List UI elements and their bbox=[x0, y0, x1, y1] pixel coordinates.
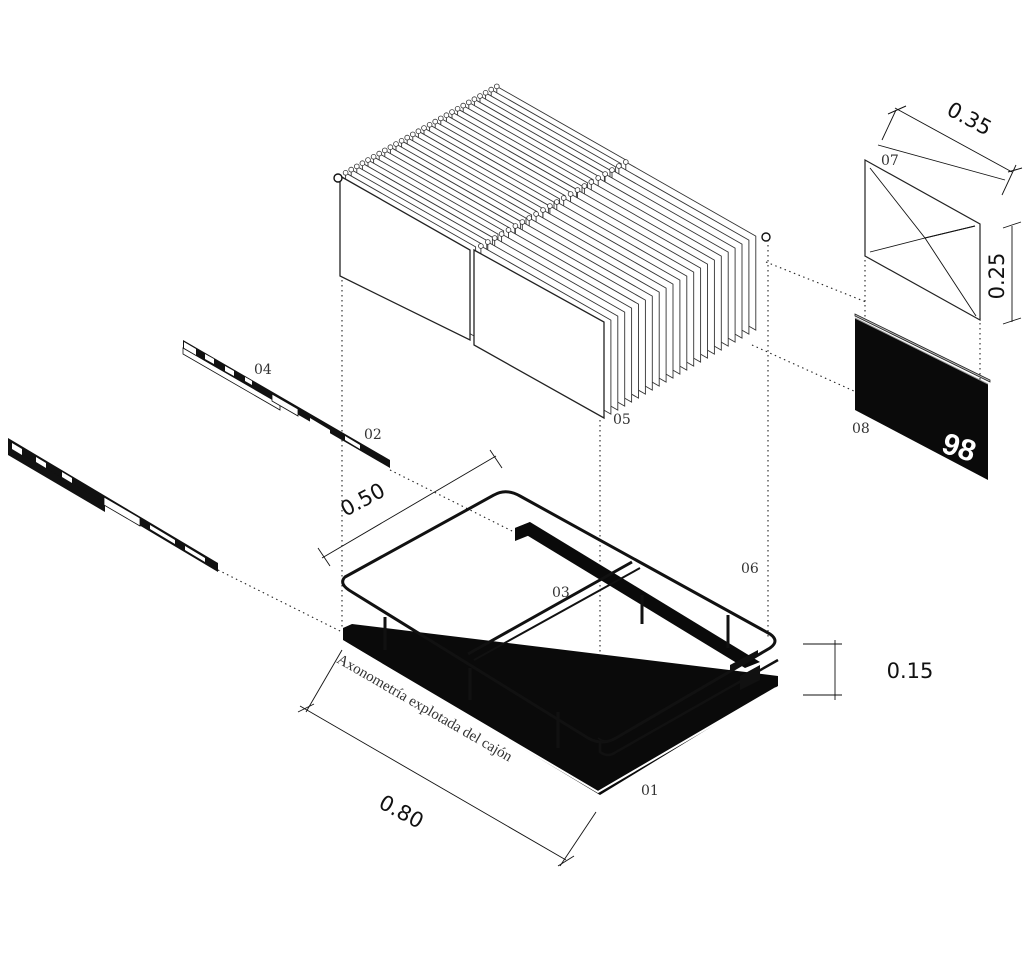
folder-face-front bbox=[473, 248, 605, 420]
top-panel bbox=[864, 158, 981, 322]
interior-rails bbox=[515, 522, 760, 668]
folder-face-back bbox=[339, 174, 471, 342]
dim-height: 0.15 bbox=[887, 659, 934, 683]
projection-lines bbox=[217, 240, 981, 735]
part-label-03: 03 bbox=[552, 585, 570, 601]
front-panel: 98 bbox=[854, 313, 991, 480]
dim-panel-height: 0.25 bbox=[985, 253, 1009, 300]
folder-stack-front-row bbox=[478, 159, 757, 415]
part-label-07: 07 bbox=[881, 153, 899, 169]
part-label-08: 08 bbox=[852, 421, 870, 437]
drawer-base bbox=[343, 624, 778, 799]
part-label-05: 05 bbox=[613, 412, 631, 428]
folder-stack bbox=[333, 83, 771, 420]
part-label-02: 02 bbox=[364, 427, 382, 443]
part-label-04: 04 bbox=[254, 362, 272, 378]
dim-width: 0.50 bbox=[336, 478, 389, 521]
upper-drawer-slide bbox=[182, 340, 390, 468]
dim-panel-width: 0.35 bbox=[943, 97, 996, 140]
dim-length: 0.80 bbox=[375, 790, 428, 833]
part-label-01: 01 bbox=[641, 783, 659, 799]
dimension-lines bbox=[297, 105, 1023, 867]
lower-drawer-slide bbox=[8, 438, 218, 572]
drawer-frame bbox=[341, 490, 779, 757]
part-label-06: 06 bbox=[741, 561, 759, 577]
